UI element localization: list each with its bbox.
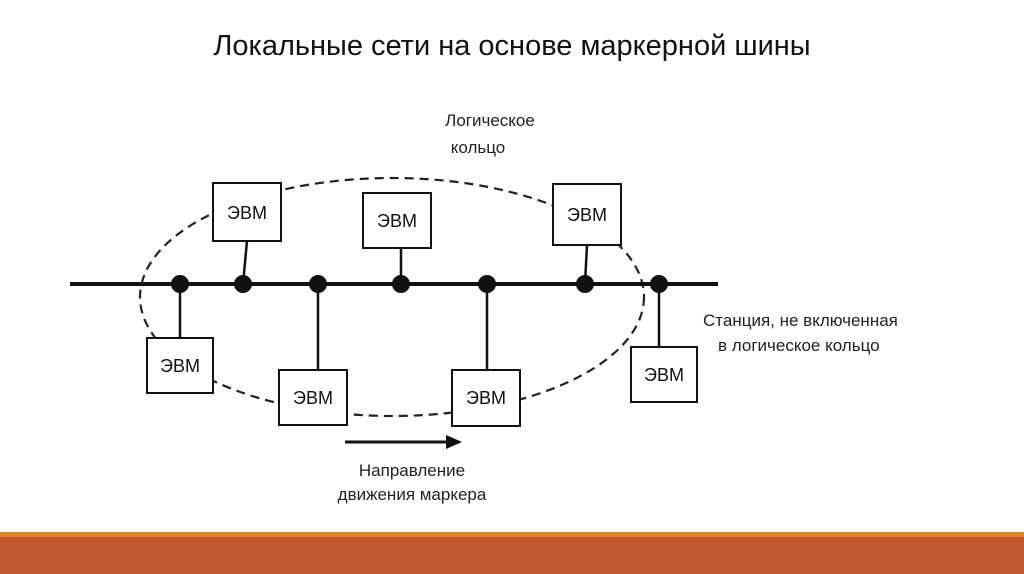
footer-accent-line [0,532,1024,537]
logical-ring-label-line1: Логическое [445,111,535,130]
slide-title: Локальные сети на основе маркерной шины [213,30,811,62]
node-label: ЭВМ [466,388,506,408]
node-label: ЭВМ [293,388,333,408]
computer-node [212,182,282,242]
node-label: ЭВМ [567,205,607,225]
computer-node [278,369,348,426]
connectors [178,240,661,370]
computer-node [146,337,214,394]
excluded-station-label-line2: в логическое кольцо [718,336,880,355]
token-direction-arrow-icon [345,435,462,449]
footer-bar [0,537,1024,574]
node-label: ЭВМ [377,211,417,231]
token-direction-label-line2: движения маркера [338,485,487,504]
computer-node [451,369,521,427]
computer-node [362,192,432,249]
node-label: ЭВМ [227,203,267,223]
bus-taps [171,275,668,293]
node-label: ЭВМ [160,356,200,376]
excluded-station-label-line1: Станция, не включенная [703,311,898,330]
computer-node [552,183,622,246]
logical-ring [138,176,646,418]
logical-ring-label-line2: кольцо [451,138,506,157]
node-label: ЭВМ [644,365,684,385]
computer-node-excluded [630,346,698,403]
token-direction-label-line1: Направление [359,461,465,480]
